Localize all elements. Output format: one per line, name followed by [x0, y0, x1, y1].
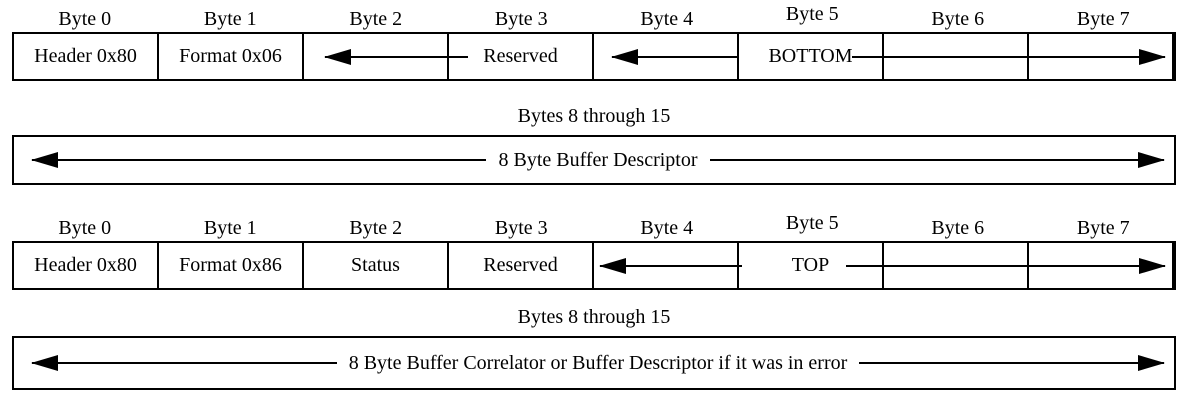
- cell-empty: [1029, 34, 1174, 79]
- frame2-byte-header-row: Byte 0 Byte 1 Byte 2 Byte 3 Byte 4 Byte …: [12, 212, 1176, 241]
- byte-header-label: Byte 5: [785, 212, 839, 234]
- byte-header-label: Byte 2: [349, 217, 403, 239]
- cell-header-byte: Header 0x80: [14, 243, 159, 288]
- frame2-range-title: Bytes 8 through 15: [517, 306, 671, 328]
- byte-header-label: Byte 3: [494, 8, 548, 30]
- byte-header-label: Byte 7: [1076, 217, 1130, 239]
- byte-header-label: Byte 4: [640, 217, 694, 239]
- cell-empty: [1029, 243, 1174, 288]
- frame-1: Byte 0 Byte 1 Byte 2 Byte 3 Byte 4 Byte …: [12, 3, 1176, 185]
- byte-header-label: Byte 7: [1076, 8, 1130, 30]
- byte-header-label: Byte 6: [931, 8, 985, 30]
- frame1-range-box: 8 Byte Buffer Descriptor: [12, 135, 1176, 185]
- range-right-arrow-icon: [709, 152, 1166, 168]
- cell-reserved: Reserved: [449, 34, 594, 79]
- byte-header-label: Byte 2: [349, 8, 403, 30]
- cell-format-byte: Format 0x86: [159, 243, 304, 288]
- byte-header-label: Byte 1: [203, 217, 257, 239]
- byte-header-label: Byte 3: [494, 217, 548, 239]
- frame1-range-title: Bytes 8 through 15: [517, 105, 671, 127]
- byte-header-label: Byte 6: [931, 217, 985, 239]
- cell-reserved: Reserved: [449, 243, 594, 288]
- frame2-range-label: 8 Byte Buffer Correlator or Buffer Descr…: [348, 351, 848, 374]
- cell-header-byte: Header 0x80: [14, 34, 159, 79]
- range-left-arrow-icon: [31, 355, 337, 371]
- cell-format-byte: Format 0x06: [159, 34, 304, 79]
- byte-header-label: Byte 4: [640, 8, 694, 30]
- frame1-range-label: 8 Byte Buffer Descriptor: [498, 148, 698, 171]
- frame1-byte-table-row: Header 0x80 Format 0x06 Reserved BOTTOM: [12, 32, 1176, 81]
- range-left-arrow-icon: [30, 152, 487, 168]
- byte-header-label: Byte 5: [785, 3, 839, 25]
- frame2-byte-table-row: Header 0x80 Format 0x86 Status Reserved …: [12, 241, 1176, 290]
- byte-layout-diagram: Byte 0 Byte 1 Byte 2 Byte 3 Byte 4 Byte …: [12, 3, 1176, 390]
- byte-header-label: Byte 1: [203, 8, 257, 30]
- frame1-byte-header-row: Byte 0 Byte 1 Byte 2 Byte 3 Byte 4 Byte …: [12, 3, 1176, 32]
- frame2-range-box: 8 Byte Buffer Correlator or Buffer Descr…: [12, 336, 1176, 390]
- range-right-arrow-icon: [859, 355, 1165, 371]
- byte-header-label: Byte 0: [58, 8, 112, 30]
- byte-header-label: Byte 0: [58, 217, 112, 239]
- cell-status: Status: [304, 243, 449, 288]
- frame-2: Byte 0 Byte 1 Byte 2 Byte 3 Byte 4 Byte …: [12, 212, 1176, 390]
